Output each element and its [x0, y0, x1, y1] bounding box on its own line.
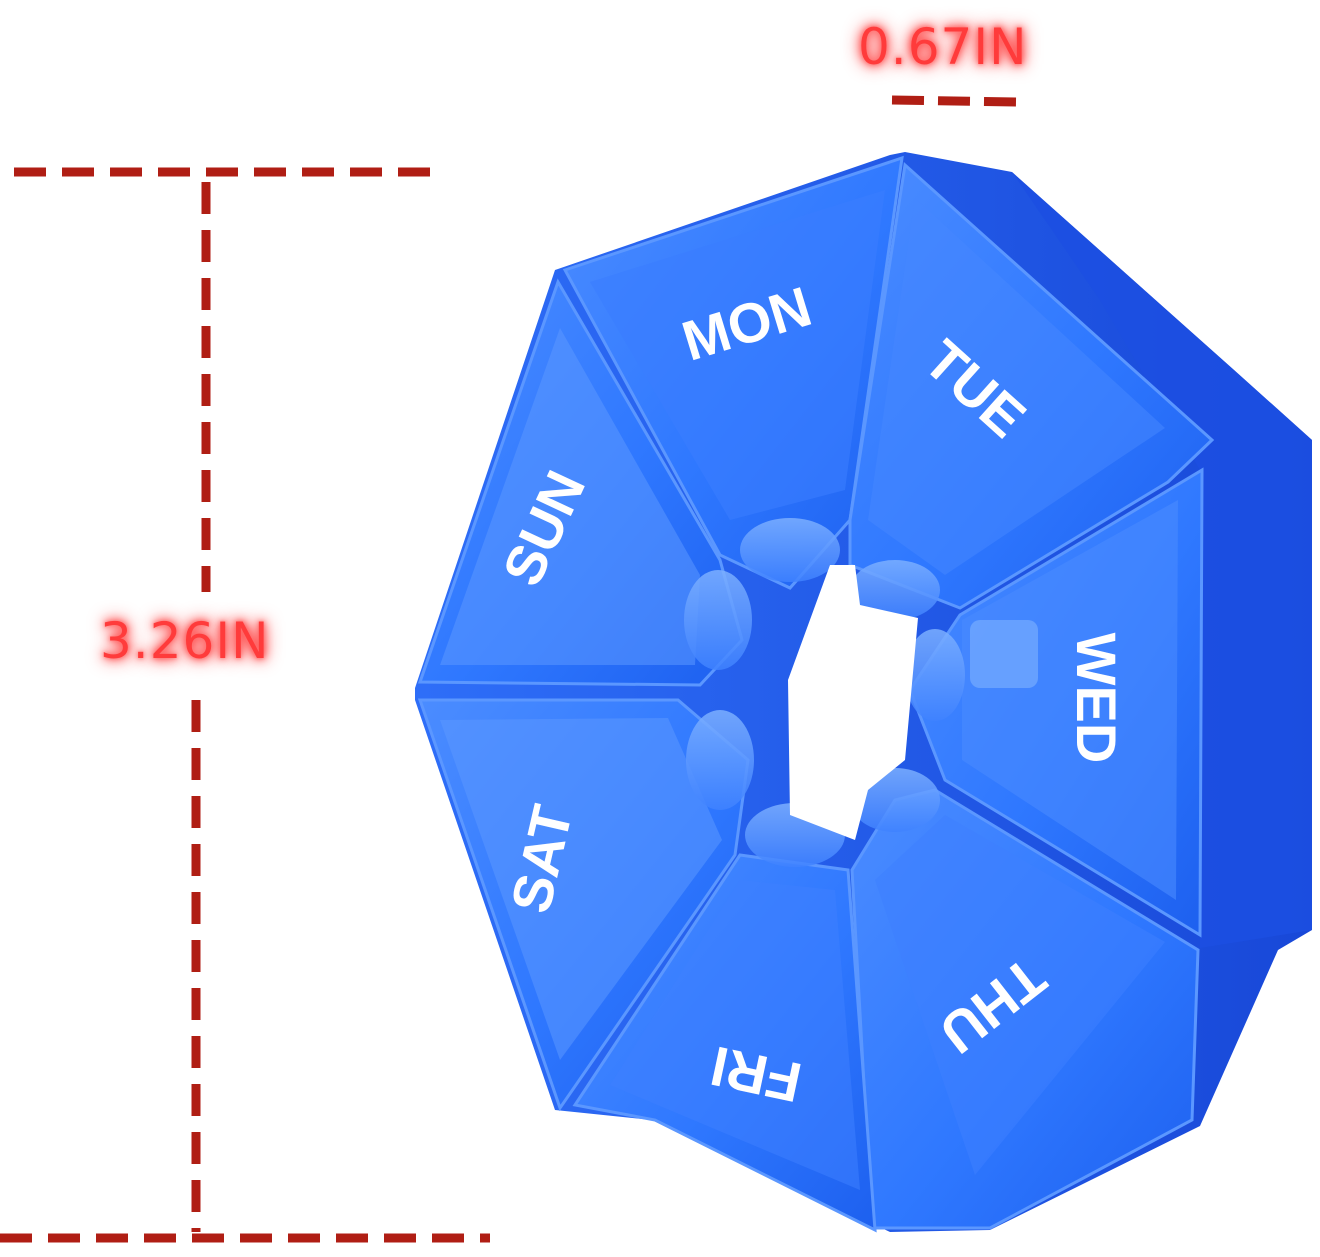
- tab-sat[interactable]: [686, 710, 754, 810]
- compartment-thu-inner: [875, 815, 1165, 1175]
- compartment-sun-inner: [440, 328, 700, 665]
- compartment-lids: [417, 155, 1215, 1233]
- height-dimension-label: 3.26IN: [100, 612, 270, 670]
- compartment-mon-inner: [590, 190, 885, 520]
- center-opening: [788, 565, 918, 840]
- wed-lid-window: [970, 620, 1038, 688]
- depth-measure: [891, 95, 1017, 107]
- compartment-wed-inner: [962, 500, 1178, 900]
- tab-sun[interactable]: [684, 570, 752, 670]
- tab-wed[interactable]: [905, 629, 965, 721]
- depth-dimension-label: 0.67IN: [858, 18, 1028, 76]
- lid-tabs: [684, 518, 965, 867]
- dimension-lines: [0, 95, 1017, 1243]
- day-label-wed: WED: [1065, 633, 1128, 764]
- compartment-fri-inner: [610, 880, 860, 1190]
- tab-mon[interactable]: [740, 518, 840, 582]
- tab-tue[interactable]: [850, 560, 940, 620]
- compartment-sat-inner: [440, 718, 722, 1060]
- pill-box-right-wall: [1012, 172, 1312, 948]
- compartment-tue-inner: [868, 198, 1165, 575]
